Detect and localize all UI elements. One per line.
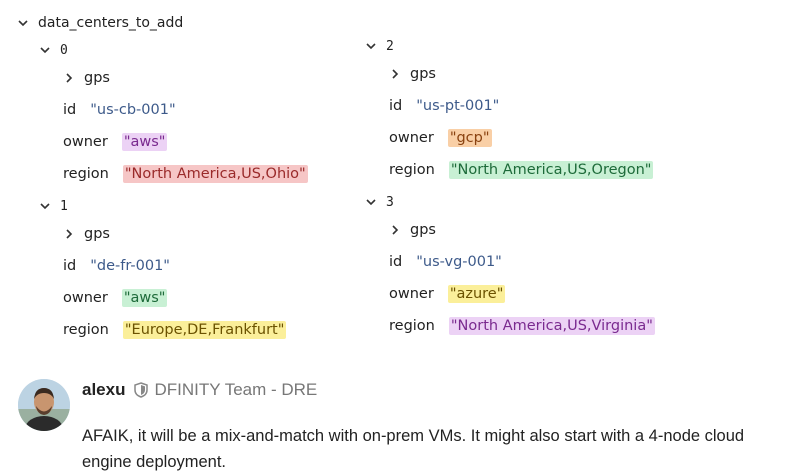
forum-post: alexu DFINITY Team - DRE AFAIK, it will … — [18, 375, 794, 475]
key-region: region — [389, 318, 435, 334]
tree-node-3-region: region "North America,US,Virginia" — [389, 314, 655, 338]
value-id: "us-pt-001" — [416, 98, 500, 114]
gps-label: gps — [410, 222, 436, 238]
gps-label: gps — [410, 66, 436, 82]
username[interactable]: alexu — [82, 380, 126, 399]
tree-node-index: 0 — [60, 42, 68, 58]
tree-node-2-gps[interactable]: gps — [388, 63, 436, 85]
gps-label: gps — [84, 70, 110, 86]
tree-node-index: 1 — [60, 198, 68, 214]
tree-node-2-id: id "us-pt-001" — [389, 94, 499, 118]
value-owner: "gcp" — [447, 129, 492, 147]
tree-node-1-gps[interactable]: gps — [62, 223, 110, 245]
value-id: "de-fr-001" — [90, 258, 170, 274]
chevron-right-icon[interactable] — [62, 71, 76, 85]
chevron-down-icon[interactable] — [364, 195, 378, 209]
chevron-down-icon[interactable] — [38, 43, 52, 57]
key-region: region — [63, 322, 109, 338]
value-id: "us-vg-001" — [416, 254, 502, 270]
tree-node-3-id: id "us-vg-001" — [389, 250, 502, 274]
value-owner: "aws" — [121, 289, 168, 307]
key-owner: owner — [63, 290, 108, 306]
shield-icon — [134, 382, 149, 398]
key-id: id — [63, 258, 77, 274]
tree-node-1-id: id "de-fr-001" — [63, 254, 170, 278]
tree-node-3[interactable]: 3 — [364, 191, 394, 213]
tree-node-index: 2 — [386, 38, 394, 54]
post-body: AFAIK, it will be a mix-and-match with o… — [82, 427, 745, 471]
key-owner: owner — [389, 286, 434, 302]
tree-node-0-id: id "us-cb-001" — [63, 98, 176, 122]
avatar[interactable] — [18, 379, 70, 431]
tree-node-1-region: region "Europe,DE,Frankfurt" — [63, 318, 287, 342]
chevron-right-icon[interactable] — [62, 227, 76, 241]
tree-node-2-owner: owner "gcp" — [389, 126, 492, 150]
chevron-down-icon[interactable] — [38, 199, 52, 213]
chevron-down-icon[interactable] — [16, 16, 30, 30]
user-group[interactable]: DFINITY Team - DRE — [154, 380, 318, 399]
tree-node-0-owner: owner "aws" — [63, 130, 168, 154]
tree-node-0-gps[interactable]: gps — [62, 67, 110, 89]
key-owner: owner — [63, 134, 108, 150]
key-id: id — [389, 98, 403, 114]
tree-node-1-owner: owner "aws" — [63, 286, 168, 310]
value-region: "North America,US,Oregon" — [448, 161, 654, 179]
tree-node-2-region: region "North America,US,Oregon" — [389, 158, 654, 182]
post-author: alexu DFINITY Team - DRE — [82, 379, 317, 401]
key-id: id — [63, 102, 77, 118]
chevron-down-icon[interactable] — [364, 39, 378, 53]
tree-node-1[interactable]: 1 — [38, 195, 68, 217]
gps-label: gps — [84, 226, 110, 242]
tree-root-data-centers[interactable]: data_centers_to_add — [16, 12, 183, 34]
tree-node-2[interactable]: 2 — [364, 35, 394, 57]
chevron-right-icon[interactable] — [388, 67, 402, 81]
key-region: region — [389, 162, 435, 178]
key-owner: owner — [389, 130, 434, 146]
tree-node-0-region: region "North America,US,Ohio" — [63, 162, 308, 186]
value-owner: "aws" — [121, 133, 168, 151]
value-region: "North America,US,Virginia" — [448, 317, 655, 335]
tree-node-index: 3 — [386, 194, 394, 210]
key-region: region — [63, 166, 109, 182]
key-id: id — [389, 254, 403, 270]
chevron-right-icon[interactable] — [388, 223, 402, 237]
tree-node-0[interactable]: 0 — [38, 39, 68, 61]
value-id: "us-cb-001" — [90, 102, 176, 118]
value-region: "North America,US,Ohio" — [122, 165, 308, 183]
value-owner: "azure" — [447, 285, 506, 303]
tree-node-3-owner: owner "azure" — [389, 282, 506, 306]
tree-root-label: data_centers_to_add — [38, 15, 184, 31]
tree-node-3-gps[interactable]: gps — [388, 219, 436, 241]
value-region: "Europe,DE,Frankfurt" — [122, 321, 287, 339]
